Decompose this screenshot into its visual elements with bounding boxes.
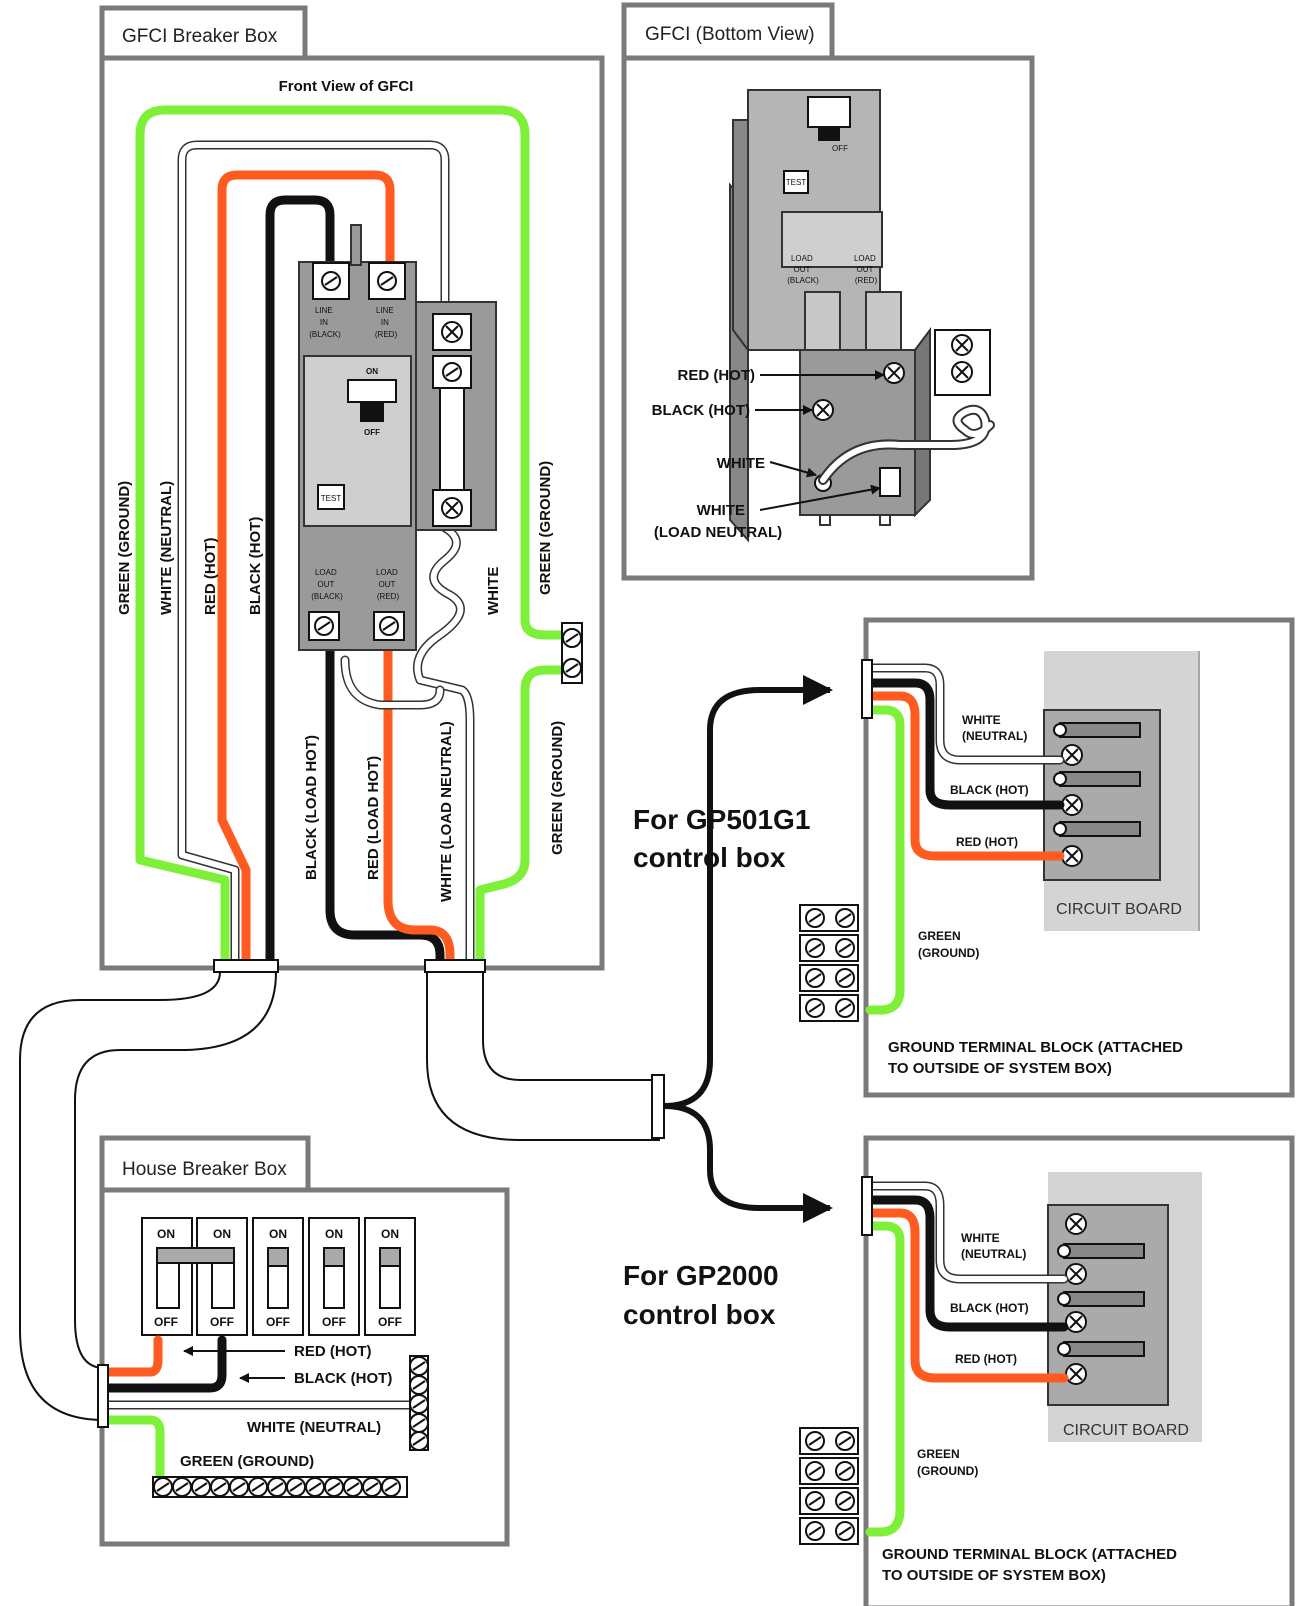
svg-text:OFF: OFF [378,1315,402,1329]
house-red-wire [103,1335,163,1377]
svg-text:ON: ON [213,1227,231,1241]
house-box-tab: House Breaker Box [122,1159,287,1180]
gfci-front-view-title: Front View of GFCI [279,78,414,95]
bottom-load-neutral-label: (LOAD NEUTRAL) [654,524,782,541]
label-white-neutral: WHITE (NEUTRAL) [158,481,175,615]
bottom-load-out-red: LOAD OUT (RED) [854,254,878,285]
black-load-hot-wire [325,645,445,970]
gp501-ground-block-label: GROUND TERMINAL BLOCK (ATTACHED TO OUTSI… [888,1039,1187,1077]
label-black-hot: BLACK (HOT) [247,517,264,615]
gp2000-white-label: WHITE (NEUTRAL) [961,1231,1026,1261]
bottom-white-label: WHITE [717,455,765,472]
gp501-ground-block [799,904,859,1022]
gp501g1-panel: For GP501G1 control box [633,617,1295,1098]
label-red-load-hot: RED (LOAD HOT) [365,756,382,880]
load-out-red-label: LOAD OUT (RED) [376,568,400,601]
green-ground-wire-2 [475,665,573,970]
svg-text:OFF: OFF [266,1315,290,1329]
gfci-breaker-box: GFCI Breaker Box Front View of GFCI LINE… [99,5,605,973]
gp501-circuit-board: CIRCUIT BOARD [1056,901,1182,918]
red-hot-wire [217,170,395,970]
gfci-bottom-view: GFCI (Bottom View) OFF TEST LOAD OUT (BL… [621,2,1035,581]
gp2000-ground-block-label: GROUND TERMINAL BLOCK (ATTACHED TO OUTSI… [882,1546,1181,1584]
gp501-green-label: GREEN (GROUND) [918,929,979,960]
bottom-red-hot-label: RED (HOT) [678,367,756,384]
house-breaker-box: House Breaker Box ON ON ON ON ON OFF OFF… [97,1135,510,1547]
gfci-bottom-tab: GFCI (Bottom View) [645,24,815,45]
black-hot-wire [265,195,335,970]
line-in-black-label: LINE IN (BLACK) [309,306,341,339]
svg-text:TEST: TEST [786,178,807,187]
house-green-wire [103,1415,165,1483]
gfci-off-label: OFF [364,428,380,437]
gp2000-green-label: GREEN (GROUND) [917,1447,978,1478]
bottom-white-load-label: WHITE [697,502,745,519]
load-out-black-label: LOAD OUT (BLACK) [311,568,343,601]
label-white: WHITE [485,567,502,615]
svg-text:OFF: OFF [322,1315,346,1329]
double-pole-handle[interactable] [156,1247,235,1264]
label-black-load-hot: BLACK (LOAD HOT) [303,735,320,880]
gp501-white-label: WHITE (NEUTRAL) [962,713,1027,743]
house-white-neutral-label: WHITE (NEUTRAL) [247,1419,381,1436]
bottom-test-button[interactable] [783,170,809,194]
gp2000-heading: For GP2000 control box [623,1260,786,1330]
gfci-toggle[interactable] [347,379,397,403]
line-in-red-label: LINE IN (RED) [375,306,398,339]
house-neutral-bar [409,1355,429,1451]
gfci-on-label: ON [366,367,378,376]
label-red-hot: RED (HOT) [202,538,219,616]
gp501-heading: For GP501G1 control box [633,804,818,873]
house-breakers: ON ON ON ON ON OFF OFF OFF OFF OFF [141,1217,416,1336]
gp2000-black-label: BLACK (HOT) [950,1301,1029,1315]
red-load-hot-wire [383,645,455,970]
house-black-wire [103,1335,227,1393]
bottom-black-hot-label: BLACK (HOT) [652,402,750,419]
house-black-hot-label: BLACK (HOT) [294,1370,392,1387]
house-ground-bar [152,1476,408,1498]
gp2000-circuit-board: CIRCUIT BOARD [1063,1422,1189,1439]
svg-text:ON: ON [269,1227,287,1241]
svg-text:OFF: OFF [210,1315,234,1329]
label-white-load-neutral: WHITE (LOAD NEUTRAL) [438,721,455,902]
gfci-box-tab: GFCI Breaker Box [122,26,278,47]
svg-text:TEST: TEST [321,494,342,503]
gfci-test-button[interactable] [317,484,345,510]
gp2000-panel: For GP2000 control box [623,1135,1295,1606]
gp501-red-label: RED (HOT) [956,835,1018,849]
house-green-ground-label: GREEN (GROUND) [180,1453,314,1470]
label-green-ground-upper: GREEN (GROUND) [537,461,554,595]
conduits [19,675,833,1421]
svg-text:ON: ON [381,1227,399,1241]
bottom-off-label: OFF [832,144,848,153]
breaker-off-label: OFF [154,1315,178,1329]
green-ground-wire [135,105,573,970]
gp2000-ground-block [799,1427,859,1545]
breaker-on-label: ON [157,1227,175,1241]
gp501-black-label: BLACK (HOT) [950,783,1029,797]
label-green-ground-lower: GREEN (GROUND) [549,721,566,855]
house-red-hot-label: RED (HOT) [294,1343,372,1360]
label-green-ground: GREEN (GROUND) [116,481,133,615]
bottom-load-out-black: LOAD OUT (BLACK) [787,254,819,285]
gp2000-red-label: RED (HOT) [955,1352,1017,1366]
svg-text:ON: ON [325,1227,343,1241]
